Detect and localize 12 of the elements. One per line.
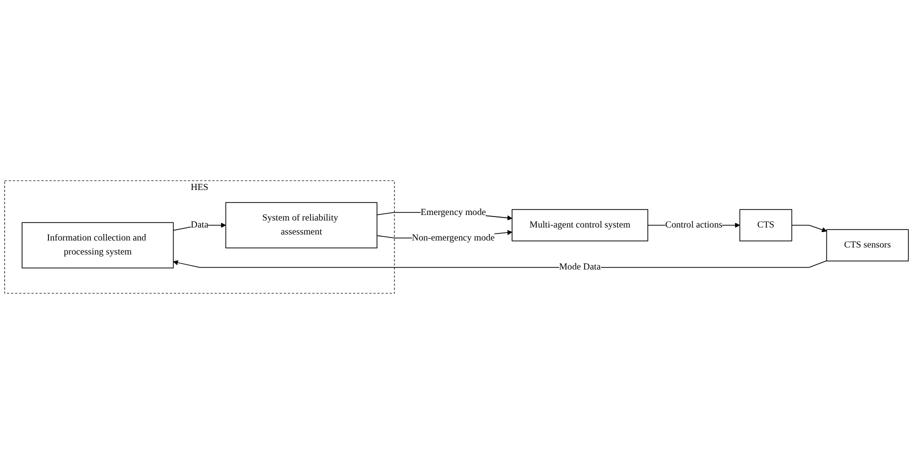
edge-label: Emergency mode	[420, 207, 486, 218]
edge-label: Data	[190, 220, 208, 230]
node-box: CTS	[739, 209, 792, 242]
node-box: Information collection and processing system	[22, 222, 174, 268]
node-box: System of reliability assessment	[225, 202, 378, 248]
edge-label: Control actions	[665, 220, 722, 230]
node-box: Multi-agent control system	[512, 209, 648, 242]
arrow	[791, 224, 827, 232]
arrow	[173, 260, 828, 268]
node-box: CTS sensors	[826, 229, 909, 262]
edge-label: Mode Data	[559, 262, 601, 272]
edge-label: Non-emergency mode	[412, 232, 495, 243]
